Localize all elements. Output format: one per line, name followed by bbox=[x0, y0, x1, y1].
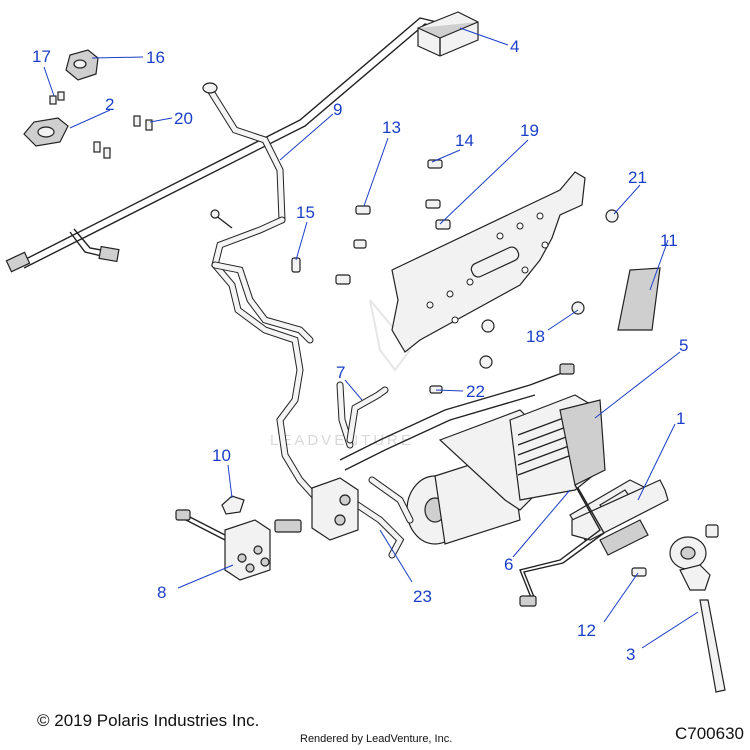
callout-22: 22 bbox=[466, 382, 485, 401]
contactor-block bbox=[274, 477, 359, 541]
document-number: C700630 bbox=[674, 724, 744, 743]
callout-labels: 1 2 3 4 5 6 7 8 9 10 11 12 13 14 15 16 1… bbox=[32, 37, 688, 664]
copyright-notice: © 2019 Polaris Industries Inc. bbox=[37, 711, 260, 730]
callout-4: 4 bbox=[510, 37, 519, 56]
rendered-by-credit: Rendered by LeadVenture, Inc. bbox=[300, 733, 453, 745]
watermark-text: LEADVENTURE bbox=[270, 432, 414, 449]
callout-11: 11 bbox=[660, 231, 678, 250]
control-module bbox=[417, 11, 479, 57]
switch-assembly bbox=[175, 509, 271, 581]
winch-power-cables bbox=[339, 363, 575, 559]
callout-2: 2 bbox=[105, 95, 114, 114]
callout-13: 13 bbox=[382, 118, 401, 137]
winch-rope bbox=[519, 484, 605, 607]
small-hardware-upper-left bbox=[23, 49, 153, 159]
cable-7 bbox=[346, 386, 389, 444]
winch-mounting-plate bbox=[391, 171, 586, 353]
callout-7: 7 bbox=[336, 363, 345, 382]
leader-lines bbox=[43, 27, 699, 649]
callout-16: 16 bbox=[146, 48, 165, 67]
fairlead-bracket bbox=[569, 479, 669, 556]
battery-cables bbox=[210, 209, 354, 504]
callout-23: 23 bbox=[413, 587, 432, 606]
callout-5: 5 bbox=[679, 336, 688, 355]
callout-20: 20 bbox=[174, 109, 193, 128]
callout-12: 12 bbox=[577, 621, 596, 640]
callout-8: 8 bbox=[157, 583, 166, 602]
callout-10: 10 bbox=[212, 446, 231, 465]
bolt-12 bbox=[631, 567, 647, 577]
callout-14: 14 bbox=[455, 131, 474, 150]
callout-17: 17 bbox=[32, 47, 51, 66]
callout-3: 3 bbox=[626, 645, 635, 664]
callout-1: 1 bbox=[676, 409, 685, 428]
clip-10 bbox=[221, 495, 245, 515]
warning-label bbox=[617, 267, 661, 331]
callout-21: 21 bbox=[628, 168, 647, 187]
callout-15: 15 bbox=[296, 203, 315, 222]
callout-6: 6 bbox=[504, 555, 513, 574]
callout-19: 19 bbox=[520, 121, 539, 140]
callout-18: 18 bbox=[526, 327, 545, 346]
callout-9: 9 bbox=[333, 100, 342, 119]
hook-and-strap bbox=[669, 524, 726, 693]
winch-assembly bbox=[406, 394, 606, 545]
plate-bolts bbox=[291, 159, 619, 394]
